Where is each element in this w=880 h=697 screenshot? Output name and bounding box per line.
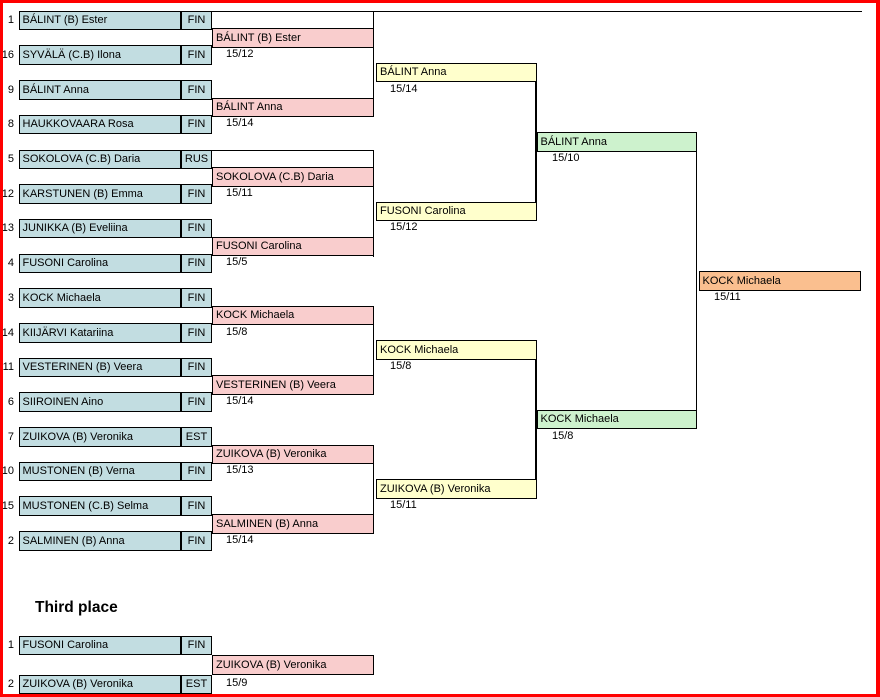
match-score: 15/14 [226,117,254,130]
player-name-cell: KIIJÄRVI Katariina [18,323,181,343]
player-name-cell: FUSONI Carolina [18,253,181,273]
match-score: 15/8 [552,429,574,442]
bracket-connector-line [372,305,374,394]
player-name-cell: SOKOLOVA (C.B) Daria [18,149,181,169]
country-cell: FIN [181,184,212,204]
seed-label: 1 [7,14,14,27]
round2-winner-cell: FUSONI Carolina [212,236,374,256]
player-name-cell: SALMINEN (B) Anna [18,531,181,551]
player-name-cell: VESTERINEN (B) Veera [18,357,181,377]
quarterfinal-winner-cell: KOCK Michaela [376,340,537,360]
player-name-cell: ZUIKOVA (B) Veronika [18,674,181,694]
match-score: 15/13 [226,464,254,477]
country-cell: FIN [181,531,212,551]
country-cell: FIN [181,288,212,308]
seed-label: 7 [7,430,14,443]
round2-winner-cell: BÁLINT Anna [212,97,374,117]
bracket-connector-line [695,132,697,429]
country-cell: FIN [181,253,212,273]
country-cell: FIN [181,635,212,655]
country-cell: FIN [181,114,212,134]
quarterfinal-winner-cell: BÁLINT Anna [376,62,537,82]
match-score: 15/8 [390,360,412,373]
country-cell: FIN [181,392,212,412]
country-cell: FIN [181,323,212,343]
player-name-cell: FUSONI Carolina [18,635,181,655]
seed-label: 11 [2,361,14,374]
country-cell: EST [181,427,212,447]
player-name-cell: ZUIKOVA (B) Veronika [18,427,181,447]
bracket-connector-line [372,444,374,533]
bracket-connector-line [212,149,374,151]
bracket-connector-line [372,11,374,116]
seed-label: 2 [7,534,14,547]
player-name-cell: SYVÄLÄ (C.B) Ilona [18,45,181,65]
round2-winner-cell: VESTERINEN (B) Veera [212,375,374,395]
country-cell: EST [181,674,212,694]
match-score: 15/5 [226,256,248,269]
player-name-cell: KOCK Michaela [18,288,181,308]
seed-label: 1 [7,639,14,652]
country-cell: FIN [181,357,212,377]
player-name-cell: BÁLINT Anna [18,80,181,100]
round2-winner-cell: ZUIKOVA (B) Veronika [212,444,374,464]
seed-label: 6 [7,395,14,408]
seed-label: 9 [7,83,14,96]
player-name-cell: BÁLINT (B) Ester [18,10,181,30]
third-place-winner-cell: ZUIKOVA (B) Veronika [212,655,374,675]
country-cell: FIN [181,496,212,516]
match-score: 15/12 [226,47,254,60]
player-name-cell: JUNIKKA (B) Eveliina [18,218,181,238]
champion-cell: KOCK Michaela [698,271,861,291]
bracket-connector-line [372,149,374,257]
player-name-cell: MUSTONEN (B) Verna [18,461,181,481]
match-score: 15/11 [714,290,741,303]
country-cell: RUS [181,149,212,169]
seed-label: 13 [1,222,14,235]
match-score: 15/12 [390,221,418,234]
bracket-connector-line [535,62,537,221]
seed-label: 4 [7,257,14,270]
seed-label: 8 [7,118,14,131]
match-score: 15/10 [552,152,580,165]
player-name-cell: SIIROINEN Aino [18,392,181,412]
seed-label: 15 [1,499,14,512]
match-score: 15/14 [390,82,418,95]
match-score: 15/14 [226,394,254,407]
match-score: 15/9 [226,677,248,690]
match-score: 15/14 [226,533,254,546]
country-cell: FIN [181,80,212,100]
seed-label: 14 [1,326,14,339]
round2-winner-cell: SOKOLOVA (C.B) Daria [212,167,374,187]
country-cell: FIN [181,45,212,65]
player-name-cell: KARSTUNEN (B) Emma [18,184,181,204]
seed-label: 2 [7,678,14,691]
semifinal-winner-cell: BÁLINT Anna [536,132,697,152]
quarterfinal-winner-cell: FUSONI Carolina [376,201,537,221]
quarterfinal-winner-cell: ZUIKOVA (B) Veronika [376,479,537,499]
third-place-heading: Third place [35,599,118,616]
round2-winner-cell: KOCK Michaela [212,305,374,325]
match-score: 15/11 [226,186,253,199]
country-cell: FIN [181,461,212,481]
semifinal-winner-cell: KOCK Michaela [536,409,697,429]
player-name-cell: HAUKKOVAARA Rosa [18,114,181,134]
round2-winner-cell: BÁLINT (B) Ester [212,28,374,48]
bracket-connector-line [212,10,862,12]
seed-label: 16 [1,48,14,61]
player-name-cell: MUSTONEN (C.B) Selma [18,496,181,516]
match-score: 15/8 [226,325,248,338]
seed-label: 12 [1,187,14,200]
seed-label: 10 [1,465,14,478]
country-cell: FIN [181,10,212,30]
seed-label: 3 [7,291,14,304]
country-cell: FIN [181,218,212,238]
seed-label: 5 [7,153,14,166]
bracket-connector-line [535,340,537,499]
round2-winner-cell: SALMINEN (B) Anna [212,514,374,534]
match-score: 15/11 [390,498,417,511]
